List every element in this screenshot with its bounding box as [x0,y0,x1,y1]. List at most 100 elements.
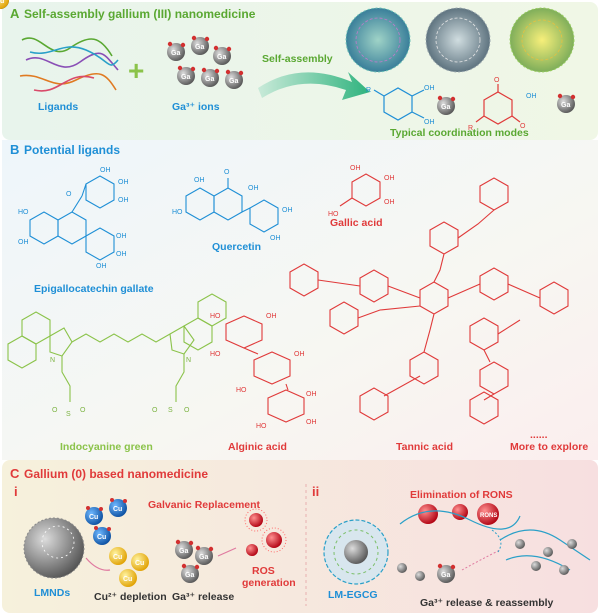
more-to-explore-label: More to explore [510,441,588,453]
ligands-label: Ligands [38,101,78,113]
pyranone-oh: OH [526,93,537,100]
svg-text:OH: OH [306,419,317,426]
coordination-modes-label: Typical coordination modes [390,127,529,139]
nanoparticle-1 [345,7,411,73]
lm-egcg-label: LM-EGCG [328,589,378,601]
lm-egcg-particle [323,519,389,585]
catechol-oh-2: OH [424,119,435,126]
gallic-acid-labels: OH OH OH HO [328,165,395,218]
alginic-acid-structure [225,315,305,423]
svg-text:OH: OH [294,351,305,358]
svg-text:S: S [168,407,173,414]
svg-text:S: S [66,411,71,418]
icg-structure [7,293,227,402]
svg-text:OH: OH [270,235,281,242]
svg-text:OH: OH [194,177,205,184]
panel-b-title: Potential ligands [24,143,120,157]
svg-text:HO: HO [210,313,221,320]
rons-cluster [399,503,521,530]
svg-text:OH: OH [118,179,129,186]
depletion-arrow [85,557,111,571]
ligand-chains [19,37,119,92]
svg-text:OH: OH [384,175,395,182]
panel-b-background [2,140,598,460]
catechol-structure [373,87,425,121]
catechol-r: R [366,87,371,94]
ga-reassembly-label: Ga³⁺ release & reassembly [420,597,554,609]
lmnd-particle [23,517,85,579]
panel-a-title: Self-assembly gallium (III) nanomedicine [24,7,256,21]
egcg-labels: OH OH OH HO OH OH OH OH O [18,167,129,270]
self-assembly-label: Self-assembly [262,53,333,65]
panel-c-title: Gallium (0) based nanomedicine [24,467,208,481]
svg-text:OH: OH [18,239,29,246]
ga-release-label: Ga³⁺ release [172,591,234,603]
svg-text:OH: OH [118,197,129,204]
rons-elimination-label: Elimination of RONS [410,489,513,501]
svg-text:O: O [66,191,72,198]
lmnds-label: LMNDs [34,587,70,599]
nanoparticle-2 [425,7,491,73]
panel-a-letter: A [10,6,20,21]
ros-label: ROS [252,565,275,577]
tannic-acid-structure [289,177,569,425]
quercetin-structure [185,178,279,233]
svg-text:HO: HO [236,387,247,394]
svg-text:HO: HO [328,211,339,218]
panel-c-background [2,460,598,613]
catechol-oh-1: OH [424,85,435,92]
reassembled-network [499,529,591,575]
svg-text:HO: HO [256,423,267,430]
gallic-acid-structure [339,173,381,207]
svg-text:O: O [52,407,58,414]
svg-text:O: O [80,407,86,414]
svg-text:OH: OH [266,313,277,320]
svg-text:OH: OH [116,233,127,240]
svg-text:OH: OH [384,199,395,206]
ga-ions-label: Ga³⁺ ions [172,101,220,113]
egcg-label: Epigallocatechin gallate [34,283,154,295]
alginic-acid-labels: HO OH HO OH HO OH HO OH [210,313,317,430]
svg-text:OH: OH [96,263,107,270]
rons-to-network-arrow [491,529,502,553]
icg-label: Indocyanine green [60,441,153,453]
cu-depletion-label: Cu²⁺ depletion [94,591,167,603]
svg-text:OH: OH [282,207,293,214]
svg-text:N: N [186,357,191,364]
sub-panel-i: i [14,484,18,499]
svg-text:OH: OH [116,251,127,258]
svg-text:HO: HO [210,351,221,358]
pyranone-o-top: O [494,77,500,84]
svg-text:HO: HO [18,209,29,216]
egcg-structure [29,175,115,261]
panel-a-background [2,2,598,140]
svg-text:O: O [152,407,158,414]
plus-sign: + [128,55,144,86]
ros-generation-label: generation [242,577,296,589]
galvanic-replacement-label: Galvanic Replacement [148,499,261,511]
svg-text:OH: OH [350,165,361,172]
self-assembly-arrow [258,72,370,100]
ros-arrow [217,547,237,557]
quercetin-label: Quercetin [212,241,261,253]
pyranone-structure [475,84,521,125]
cu-depletion-particles: Cu [0,0,149,587]
svg-text:OH: OH [100,167,111,174]
alginic-acid-label: Alginic acid [228,441,287,453]
svg-text:Cu: Cu [0,0,4,5]
pyranone-r: R [468,125,473,132]
tannic-acid-label: Tannic acid [396,441,453,453]
svg-text:HO: HO [172,209,183,216]
reassembly-arrow [461,549,501,571]
svg-text:OH: OH [306,391,317,398]
panel-b-letter: B [10,142,19,157]
panel-c-letter: C [10,466,20,481]
rons-badge: RONS [480,513,497,519]
svg-text:N: N [50,357,55,364]
nanoparticle-3 [509,7,575,73]
svg-text:OH: OH [248,185,259,192]
